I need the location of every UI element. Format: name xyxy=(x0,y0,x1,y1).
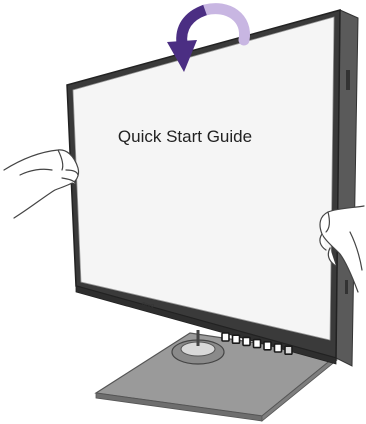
control-button[interactable] xyxy=(233,335,240,343)
side-port xyxy=(345,280,348,294)
monitor-body xyxy=(67,10,358,366)
control-button[interactable] xyxy=(222,333,229,341)
stand-neck xyxy=(172,330,224,364)
left-hand-icon xyxy=(4,150,79,218)
control-button[interactable] xyxy=(254,340,261,348)
control-button[interactable] xyxy=(243,337,250,345)
screen-text: Quick Start Guide xyxy=(118,127,252,146)
control-button[interactable] xyxy=(285,346,292,354)
side-port xyxy=(346,70,350,90)
control-button[interactable] xyxy=(275,344,282,352)
control-button[interactable] xyxy=(264,342,271,350)
